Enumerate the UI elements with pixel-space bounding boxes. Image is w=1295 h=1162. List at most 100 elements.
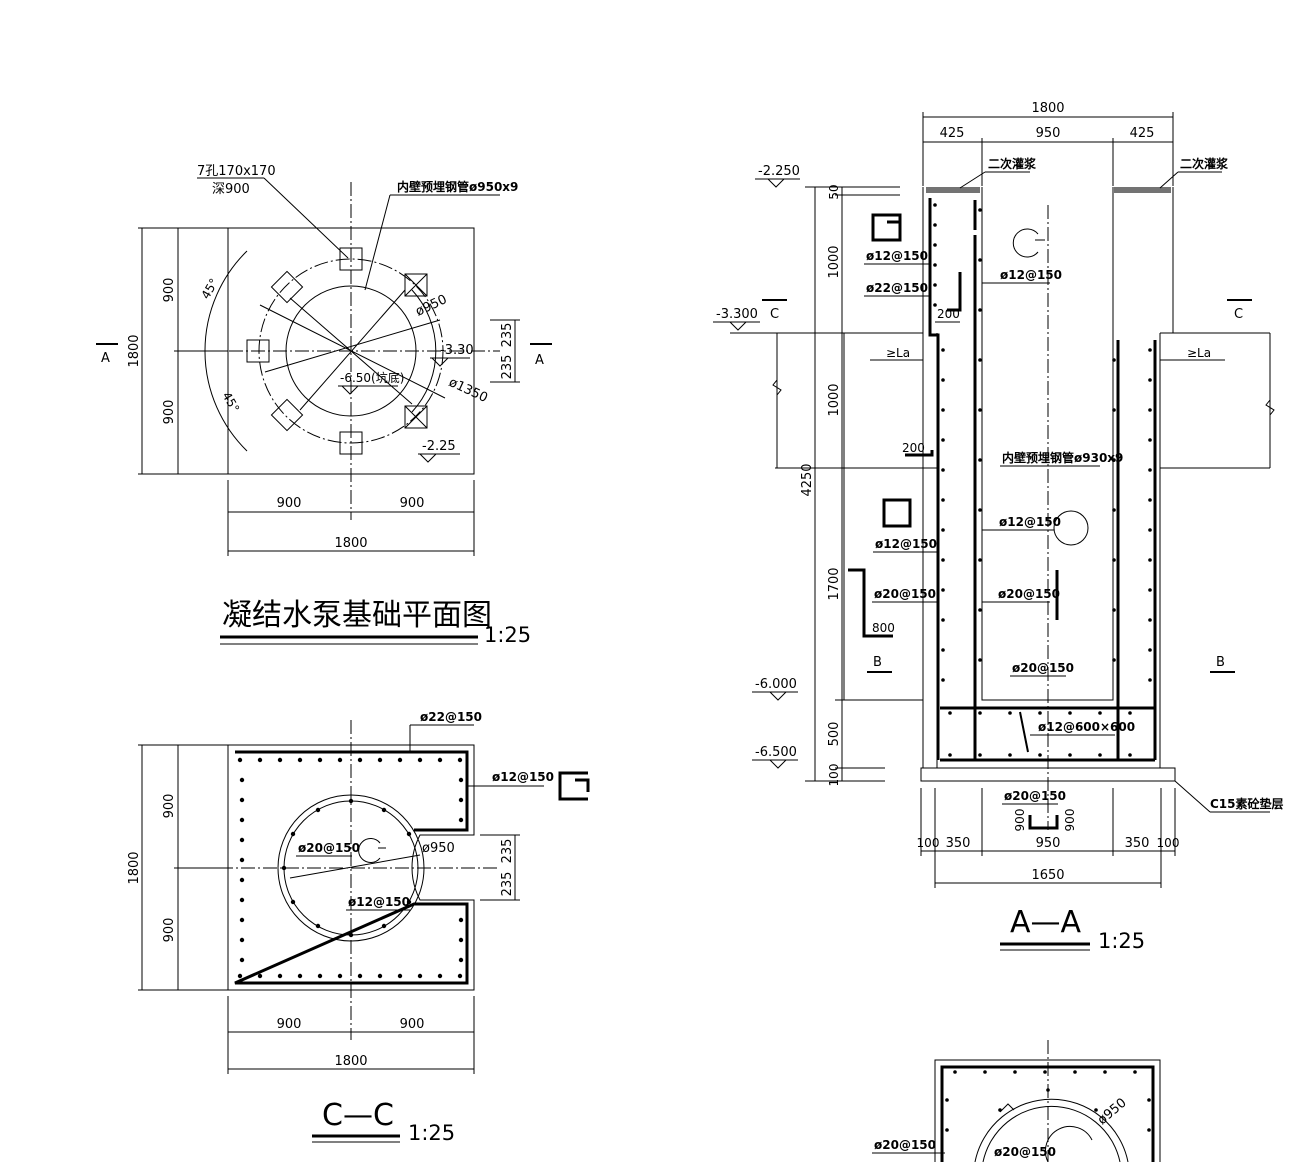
cc-rebar-symbol (558, 771, 590, 801)
svg-text:425: 425 (940, 126, 965, 141)
svg-text:B: B (1216, 655, 1225, 670)
cc-section-symbol (358, 838, 386, 863)
svg-text:200: 200 (937, 307, 960, 321)
svg-text:950: 950 (1036, 836, 1061, 851)
svg-text:50: 50 (827, 184, 841, 199)
svg-text:350: 350 (1125, 836, 1150, 851)
aa-pipe-circle (1053, 510, 1089, 546)
svg-text:425: 425 (1130, 126, 1155, 141)
svg-text:235: 235 (500, 355, 515, 380)
svg-text:200: 200 (902, 441, 925, 455)
aa-top-dimensions: 1800 425 950 425 (922, 101, 1174, 186)
svg-text:ø20@150: ø20@150 (874, 587, 936, 601)
bb-rebar-20-outer: ø20@150 (874, 1138, 936, 1152)
plan-view: 7孔170x170 深900 内壁预埋钢管ø950x9 ø950 ø1350 -… (96, 164, 552, 647)
svg-text:900: 900 (277, 1017, 302, 1032)
aa-title: A—A (1010, 905, 1082, 940)
level-neg225: -2.25 (422, 439, 456, 454)
cc-rebar-12-upper: ø12@150 (492, 770, 554, 784)
svg-text:900: 900 (400, 1017, 425, 1032)
svg-text:1800: 1800 (334, 536, 367, 551)
section-mark-a: A A (96, 343, 552, 368)
plan-left-dimensions: 900 900 1800 (127, 227, 228, 475)
cc-scale: 1:25 (408, 1121, 455, 1145)
aa-cushion-label: C15素砼垫层 (1210, 796, 1284, 811)
aa-rebar-symbol-lower (882, 498, 912, 528)
section-aa-view: 1800 425 950 425 二次灌浆 二次灌浆 (713, 101, 1284, 953)
aa-rebar-labels: ø12@150 ø22@150 ø12@150 200 200 ≥La ≥La … (848, 249, 1225, 831)
aa-c-symbol (1012, 228, 1045, 258)
svg-text:B: B (873, 655, 882, 670)
aa-bottom-dimensions: 100 350 950 350 100 1650 (917, 788, 1179, 888)
svg-text:ø12@150: ø12@150 (866, 249, 928, 263)
cc-rebar-dots (237, 757, 464, 979)
aa-grout-left (926, 187, 980, 193)
aa-level-marks: -2.250 -3.300 -6.000 -6.500 (713, 164, 800, 769)
hole-circle (258, 258, 444, 444)
cc-left-dimensions: 900 900 1800 (127, 744, 228, 991)
bb-dia-950: ø950 (1095, 1096, 1130, 1129)
svg-text:ø12@150: ø12@150 (999, 515, 1061, 529)
aa-rebar-left-outer (928, 198, 940, 760)
svg-text:1650: 1650 (1031, 868, 1064, 883)
pipe-circle-950 (285, 285, 417, 417)
cc-rebar-20: ø20@150 (298, 841, 360, 855)
aa-section-marks: C C B B (762, 299, 1252, 673)
svg-text:1800: 1800 (1031, 101, 1064, 116)
svg-text:950: 950 (1036, 126, 1061, 141)
svg-text:≥La: ≥La (1187, 346, 1211, 360)
svg-text:900: 900 (1013, 809, 1027, 832)
plan-bottom-dimensions: 900 900 1800 (227, 480, 475, 556)
svg-text:900: 900 (162, 400, 177, 425)
cc-outline (227, 744, 475, 991)
svg-text:-2.250: -2.250 (758, 164, 800, 179)
svg-text:1700: 1700 (827, 567, 842, 600)
svg-text:235: 235 (500, 872, 515, 897)
svg-text:235: 235 (500, 839, 515, 864)
svg-text:C: C (1234, 307, 1243, 322)
plan-right-dimensions: 235 235 (490, 319, 520, 383)
svg-text:-6.500: -6.500 (755, 745, 797, 760)
svg-text:ø20@150: ø20@150 (1004, 789, 1066, 803)
level-pit-bottom: -6.50(坑底) (340, 370, 404, 385)
svg-text:800: 800 (872, 621, 895, 635)
plan-pipe-note: 内壁预埋钢管ø950x9 (397, 179, 518, 194)
aa-pipe-note: 内壁预埋钢管ø930x9 (1002, 450, 1123, 465)
svg-text:900: 900 (277, 496, 302, 511)
svg-text:900: 900 (162, 794, 177, 819)
svg-text:100: 100 (827, 764, 841, 787)
level-neg330: -3.30 (440, 343, 474, 358)
svg-text:ø20@150: ø20@150 (1012, 661, 1074, 675)
angle-lower: 45° (219, 390, 242, 415)
svg-text:A: A (535, 353, 544, 368)
svg-text:1000: 1000 (827, 383, 842, 416)
holes-note: 7孔170x170 (197, 164, 276, 179)
aa-left-dimensions: 50 1000 1000 1700 500 100 4250 (772, 184, 923, 787)
cc-bottom-dimensions: 900 900 1800 (227, 996, 475, 1074)
svg-text:-6.000: -6.000 (755, 677, 797, 692)
section-bb-partial: ø950 ø20@150 ø20@150 (872, 1040, 1161, 1162)
aa-grout-label-right: 二次灌浆 (1180, 156, 1229, 171)
svg-text:ø12@150: ø12@150 (875, 537, 937, 551)
svg-text:1800: 1800 (334, 1054, 367, 1069)
svg-text:500: 500 (827, 722, 842, 747)
svg-text:900: 900 (162, 918, 177, 943)
aa-cushion (920, 767, 1176, 782)
plan-title: 凝结水泵基础平面图 (222, 598, 492, 633)
svg-text:-3.300: -3.300 (716, 307, 758, 322)
angle-upper: 45° (198, 276, 221, 301)
svg-text:1800: 1800 (127, 851, 142, 884)
svg-text:ø12@150: ø12@150 (1000, 268, 1062, 282)
svg-text:4250: 4250 (800, 463, 815, 496)
aa-grout-label-left: 二次灌浆 (988, 156, 1037, 171)
cc-dia-950: ø950 (422, 841, 455, 856)
svg-text:C: C (770, 307, 779, 322)
svg-text:235: 235 (500, 323, 515, 348)
svg-text:ø22@150: ø22@150 (866, 281, 928, 295)
holes-depth-note: 深900 (212, 182, 250, 197)
cc-rebar-12-lower: ø12@150 (348, 895, 410, 909)
aa-wall-dots (933, 203, 1152, 757)
svg-text:A: A (101, 351, 110, 366)
svg-text:ø20@150: ø20@150 (998, 587, 1060, 601)
svg-text:350: 350 (946, 836, 971, 851)
